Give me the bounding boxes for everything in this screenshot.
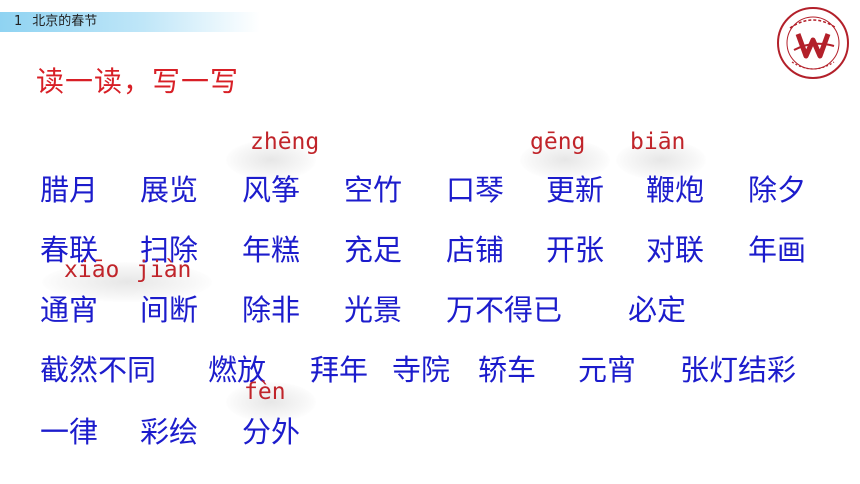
vocab-word: 光景: [344, 293, 403, 327]
vocab-word: 彩绘: [140, 415, 199, 449]
lesson-title: 北京的春节: [32, 14, 98, 29]
vocab-word: 除非: [242, 293, 301, 327]
vocab-word: 鞭炮: [646, 173, 705, 207]
vocab-word: 燃放: [208, 353, 267, 387]
vocab-word: 截然不同: [40, 353, 157, 387]
pinyin-fen: fèn: [244, 379, 286, 405]
pinyin-shadow: [616, 140, 706, 180]
vocab-word: 腊月: [40, 173, 99, 207]
vocab-word: 间断: [140, 293, 199, 327]
lesson-number: 1: [14, 14, 23, 29]
pinyin-jian: jiàn: [136, 257, 192, 283]
vocab-word: 开张: [546, 233, 605, 267]
vocab-word: 张灯结彩: [680, 353, 797, 387]
vocab-word: 分外: [242, 415, 301, 449]
section-title: 读一读，写一写: [36, 65, 240, 98]
vocab-word: 年糕: [242, 233, 301, 267]
lesson-header-bar: [0, 12, 260, 32]
vocab-word: 一律: [40, 415, 99, 449]
vocab-word: 展览: [140, 173, 199, 207]
pinyin-shadow: [520, 140, 610, 180]
vocab-word: 店铺: [446, 233, 505, 267]
vocab-word: 万不得已: [446, 293, 563, 327]
pinyin-xiao: xiāo: [64, 257, 120, 283]
vocab-word: 更新: [546, 173, 605, 207]
vocab-word: 对联: [646, 233, 705, 267]
vocab-word: 寺院: [392, 353, 451, 387]
vocab-word: 拜年: [310, 353, 369, 387]
vocab-word: 年画: [748, 233, 807, 267]
pinyin-zheng: zhēng: [250, 129, 320, 155]
vocab-word: 口琴: [446, 173, 505, 207]
vocab-word: 必定: [628, 293, 687, 327]
vocab-word: 除夕: [748, 173, 807, 207]
vocab-word: 元宵: [578, 353, 637, 387]
vocab-word: 扫除: [140, 233, 199, 267]
vocab-word: 充足: [344, 233, 403, 267]
pinyin-shadow: [226, 382, 316, 422]
vocab-word: 风筝: [242, 173, 301, 207]
lesson-header: 1 北京的春节: [14, 13, 97, 31]
pinyin-geng: gēng: [530, 129, 586, 155]
pinyin-shadow: [42, 262, 212, 302]
vocab-word: 轿车: [478, 353, 537, 387]
pinyin-bian: biān: [630, 129, 686, 155]
school-emblem-icon: [777, 7, 849, 79]
pinyin-shadow: [226, 140, 316, 180]
vocab-word: 空竹: [344, 173, 403, 207]
vocab-word: 春联: [40, 233, 99, 267]
vocab-word: 通宵: [40, 293, 99, 327]
